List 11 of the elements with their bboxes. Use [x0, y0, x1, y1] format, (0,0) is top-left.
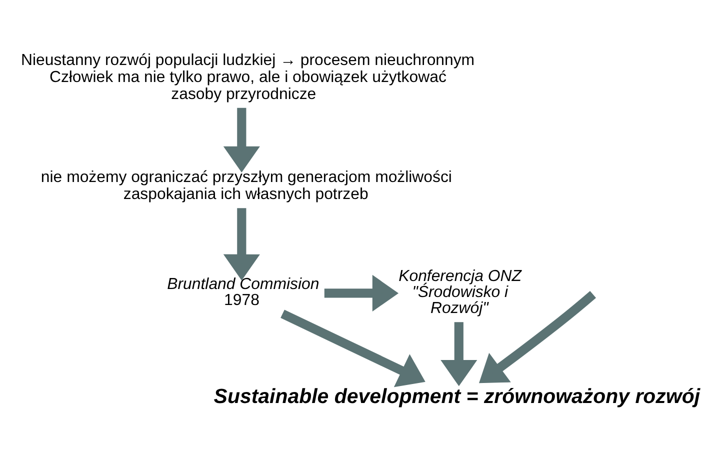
- arrow: [280, 310, 426, 388]
- arrow: [324, 274, 399, 312]
- arrow: [223, 208, 260, 280]
- node-text: Konferencja ONZ "Środowisko i Rozwój": [398, 268, 522, 317]
- arrow: [440, 322, 478, 386]
- arrow: [478, 290, 596, 384]
- node-text: Sustainable development = zrównoważony rozwój: [214, 384, 700, 408]
- node-text: Nieustanny rozwój populacji ludzkiej → procesem nieuchronnym Człowiek ma nie tylko prawo, ale i obowiązek użytkować zasoby przyrodnicze: [21, 52, 475, 103]
- node-text: Bruntland Commision 1978: [167, 276, 320, 309]
- node-text: nie możemy ograniczać przyszłym generacjom możliwości zaspokajania ich własnych potrzeb: [40, 168, 452, 204]
- arrow: [223, 108, 260, 172]
